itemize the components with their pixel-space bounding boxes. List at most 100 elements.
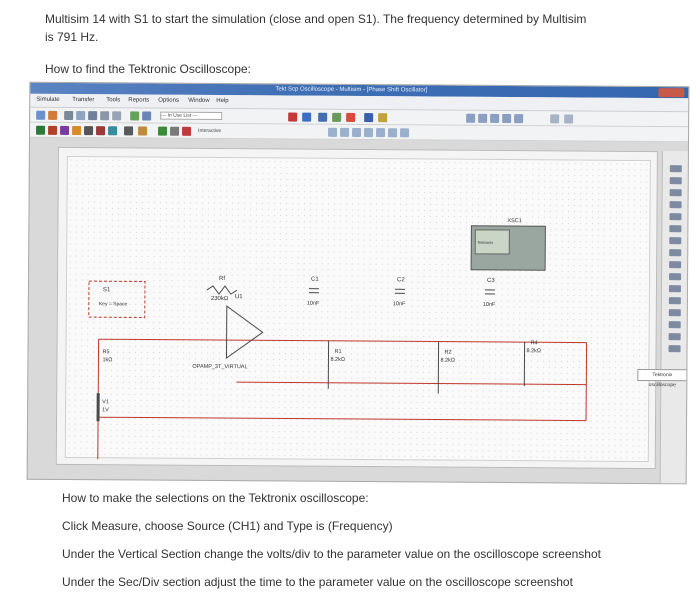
- window-controls[interactable]: [658, 88, 685, 98]
- cmos-icon[interactable]: [124, 126, 134, 136]
- c3-label: C3: [487, 278, 495, 284]
- analog-icon[interactable]: [96, 126, 106, 136]
- inst-agilent-fg-icon[interactable]: [668, 333, 681, 341]
- c2-value: 10nF: [393, 301, 406, 307]
- intro-question: How to find the Tektronic Oscilloscope:: [45, 62, 251, 76]
- opamp-u1: [225, 305, 264, 360]
- save-icon[interactable]: [64, 110, 74, 121]
- inst-bode-icon[interactable]: [669, 225, 682, 233]
- u1-type: OPAMP_3T_VIRTUAL: [192, 364, 247, 370]
- zoom-in-icon[interactable]: [466, 113, 476, 123]
- inst-logic-converter-icon[interactable]: [669, 273, 682, 281]
- rf-value: 230kΩ: [211, 296, 229, 302]
- circuit-wires: [96, 338, 588, 464]
- menu-help[interactable]: Help: [216, 98, 229, 105]
- multisim-screenshot: Tekt Scp Oscilloscope - Multisim - [Phas…: [26, 81, 690, 485]
- arrow-icon[interactable]: [302, 112, 312, 122]
- scope-brand: Tektronix: [477, 240, 493, 245]
- s1-key-label: Key = Space: [99, 301, 128, 307]
- pin-icon[interactable]: [364, 113, 374, 123]
- instruction-step-2: Under the Vertical Section change the vo…: [62, 547, 601, 561]
- instrument-2-icon[interactable]: [340, 127, 350, 137]
- ground-icon[interactable]: [36, 125, 46, 135]
- c2-label: C2: [397, 277, 405, 283]
- basic-icon[interactable]: [60, 125, 70, 135]
- grid-icon[interactable]: [100, 111, 110, 121]
- scope-screen: [474, 229, 510, 255]
- text-icon[interactable]: [378, 113, 388, 123]
- u1-label: U1: [235, 294, 243, 300]
- inst-wattmeter-icon[interactable]: [669, 189, 682, 197]
- r4-label: R4: [531, 340, 538, 346]
- new-icon[interactable]: [36, 110, 46, 120]
- r1-value: 8.2kΩ: [330, 357, 345, 363]
- wire-icon[interactable]: [318, 112, 328, 122]
- view-icon[interactable]: [88, 111, 98, 121]
- ttl-icon[interactable]: [108, 126, 118, 136]
- r5-value: 1kΩ: [102, 357, 112, 363]
- wire-top: [98, 338, 587, 344]
- inst-scope-icon[interactable]: [669, 201, 682, 209]
- instruction-step-3: Under the Sec/Div section adjust the tim…: [62, 575, 573, 589]
- component-icon[interactable]: [142, 111, 152, 121]
- inst-4ch-scope-icon[interactable]: [669, 213, 682, 221]
- inst-counter-icon[interactable]: [669, 237, 682, 245]
- menu-tools[interactable]: Tools: [106, 97, 121, 104]
- stop-icon[interactable]: [182, 126, 192, 136]
- r1-label: R1: [334, 349, 341, 355]
- menu-window[interactable]: Window: [188, 97, 210, 104]
- spreadsheet-icon[interactable]: [130, 111, 140, 121]
- place-icon[interactable]: [346, 112, 356, 122]
- instrument-7-icon[interactable]: [400, 128, 410, 138]
- instrument-1-icon[interactable]: [328, 127, 338, 137]
- schematic-canvas[interactable]: S1 Key = Space Rf 230kΩ U1 OPAMP_3T_VIRT…: [64, 155, 651, 464]
- instructions-heading: How to make the selections on the Tektro…: [62, 491, 369, 505]
- source-icon[interactable]: [48, 125, 58, 135]
- intro-line-1: Multisim 14 with S1 to start the simulat…: [45, 12, 587, 26]
- s1-label: S1: [103, 287, 111, 293]
- inst-agilent-mm-icon[interactable]: [668, 345, 681, 353]
- diode-icon[interactable]: [72, 126, 82, 136]
- c1-label: C1: [311, 277, 319, 283]
- instrument-4-icon[interactable]: [364, 128, 374, 138]
- inst-logic-analyzer-icon[interactable]: [669, 261, 682, 269]
- zoom-fit-icon[interactable]: [502, 114, 512, 124]
- menu-options[interactable]: Options: [158, 97, 179, 104]
- inst-word-gen-icon[interactable]: [669, 249, 682, 257]
- probe-icon[interactable]: [288, 112, 298, 122]
- panel-icon[interactable]: [564, 114, 574, 124]
- instrument-3-icon[interactable]: [352, 127, 362, 138]
- inst-distortion-icon[interactable]: [668, 297, 681, 305]
- wire-bottom: [98, 416, 587, 422]
- r4-value: 8.2kΩ: [527, 348, 542, 354]
- pause-icon[interactable]: [170, 126, 180, 136]
- inst-iv-analyzer-icon[interactable]: [668, 285, 681, 293]
- wire-mid: [236, 381, 587, 386]
- instrument-6-icon[interactable]: [388, 128, 398, 138]
- transistor-icon[interactable]: [84, 126, 94, 136]
- inst-network-icon[interactable]: [668, 321, 681, 329]
- zoom-icon[interactable]: [112, 111, 122, 121]
- run-icon[interactable]: [158, 126, 168, 136]
- bus-icon[interactable]: [332, 112, 342, 122]
- menu-transfer[interactable]: Transfer: [72, 97, 95, 104]
- interactive-label[interactable]: Interactive: [198, 127, 222, 135]
- zoom-area-icon[interactable]: [490, 113, 500, 123]
- menu-reports[interactable]: Reports: [128, 97, 150, 104]
- wire-right: [585, 342, 588, 421]
- inst-function-gen-icon[interactable]: [669, 177, 682, 185]
- zoom-out-icon[interactable]: [478, 113, 488, 123]
- in-use-list[interactable]: --- In Use List ---: [160, 111, 223, 121]
- menu-simulate[interactable]: Simulate: [36, 96, 60, 103]
- v1-label: V1: [102, 399, 109, 405]
- print-icon[interactable]: [76, 111, 86, 121]
- open-icon[interactable]: [48, 110, 58, 120]
- inst-spectrum-icon[interactable]: [668, 309, 681, 317]
- misc-icon[interactable]: [138, 126, 148, 136]
- inst-multimeter-icon[interactable]: [669, 165, 682, 173]
- switch-s1-box: [88, 280, 146, 319]
- layout-icon[interactable]: [550, 114, 560, 124]
- instrument-5-icon[interactable]: [376, 128, 386, 138]
- c3-value: 10nF: [483, 302, 496, 308]
- fullscreen-icon[interactable]: [514, 114, 524, 124]
